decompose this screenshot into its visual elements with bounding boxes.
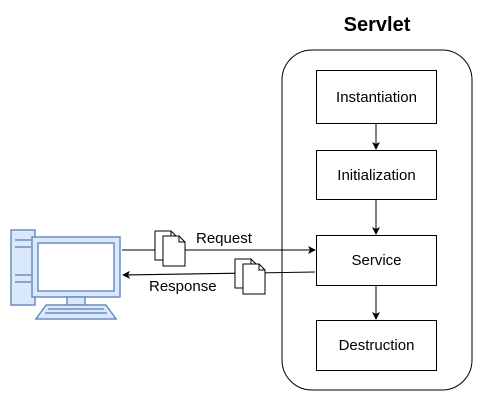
diagram-title: Servlet [343, 14, 411, 36]
response-label: Response [149, 278, 217, 295]
desktop-computer-icon [10, 229, 121, 320]
response-arrow [122, 270, 316, 279]
document-icon-response [234, 258, 266, 295]
stage-service: Service [316, 235, 437, 286]
document-icon-request [154, 230, 186, 267]
stage-initialization: Initialization [316, 150, 437, 200]
stage-instantiation: Instantiation [316, 70, 437, 124]
servlet-container [281, 49, 473, 391]
stage-destruction: Destruction [316, 320, 437, 371]
request-label: Request [196, 230, 252, 247]
